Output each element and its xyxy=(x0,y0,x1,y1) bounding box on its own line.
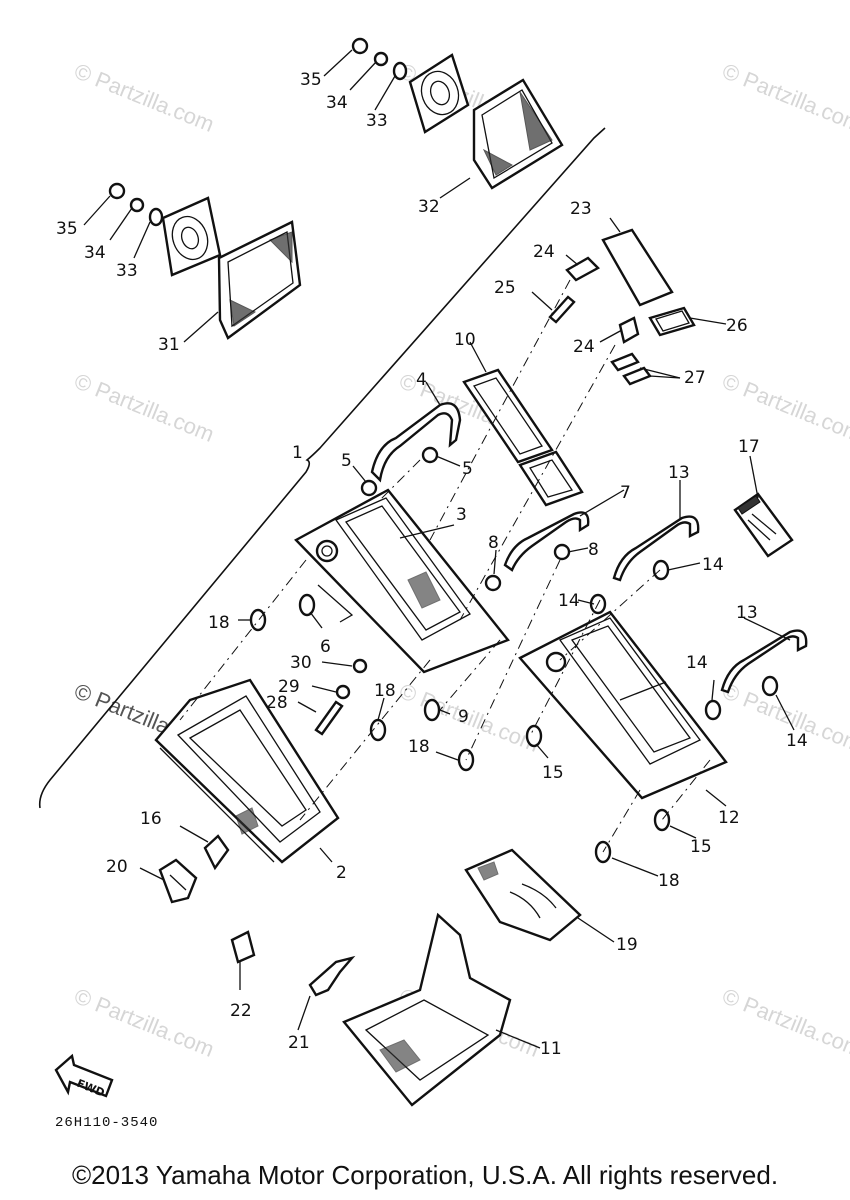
speaker-33b xyxy=(161,196,222,277)
callout-label: 8 xyxy=(588,540,599,560)
callout-label: 5 xyxy=(341,451,352,471)
handle-4 xyxy=(370,402,462,483)
assembly-bracket-line xyxy=(38,127,606,809)
callout-label: 8 xyxy=(488,533,499,553)
callout-label: 14 xyxy=(786,731,808,751)
callout-label: 7 xyxy=(620,483,631,503)
callout-label: 11 xyxy=(540,1039,562,1059)
plate-22 xyxy=(230,930,256,964)
callout-label: 18 xyxy=(208,613,230,633)
callout-label: 4 xyxy=(416,370,427,390)
callout-label: 14 xyxy=(558,591,580,611)
callout-label: 28 xyxy=(266,693,288,713)
speaker-grille-32 xyxy=(472,78,564,190)
lid-frame-10 xyxy=(462,368,584,507)
grommets-5 xyxy=(360,446,439,497)
upper-panel-3 xyxy=(294,488,510,674)
callout-label: 20 xyxy=(106,857,128,877)
callout-label: 16 xyxy=(140,809,162,829)
callout-label: 33 xyxy=(116,261,138,281)
callout-label: 34 xyxy=(84,243,106,263)
callout-label: 15 xyxy=(542,763,564,783)
hook-21 xyxy=(308,955,356,997)
callout-label: 24 xyxy=(533,242,555,262)
handle-13-upper xyxy=(612,515,700,582)
callout-label: 29 xyxy=(278,677,300,697)
callout-label: 12 xyxy=(718,808,740,828)
callout-label: 24 xyxy=(573,337,595,357)
alignment-lines xyxy=(179,279,711,853)
callout-label: 18 xyxy=(658,871,680,891)
clip-16 xyxy=(203,834,230,871)
lower-panel-12 xyxy=(518,610,728,800)
callout-label: 32 xyxy=(418,197,440,217)
callout-label: 14 xyxy=(686,653,708,673)
callout-label: 5 xyxy=(462,459,473,479)
screw-25 xyxy=(548,295,576,324)
copyright-footer: ©2013 Yamaha Motor Corporation, U.S.A. A… xyxy=(71,1160,779,1190)
callout-label: 27 xyxy=(684,368,706,388)
callout-label: 30 xyxy=(290,653,312,673)
callout-label: 35 xyxy=(300,70,322,90)
callout-label: 19 xyxy=(616,935,638,955)
callout-label: 9 xyxy=(458,707,469,727)
tray-11 xyxy=(342,912,512,1107)
callout-label: 13 xyxy=(736,603,758,623)
handle-7 xyxy=(503,511,590,572)
base-frame-2 xyxy=(154,678,340,864)
bushings xyxy=(249,559,779,864)
tag-17 xyxy=(733,492,794,558)
callout-label: 18 xyxy=(408,737,430,757)
callout-label: 6 xyxy=(320,637,331,657)
callout-label: 18 xyxy=(374,681,396,701)
handle-13-lower xyxy=(720,629,808,694)
latch-20 xyxy=(158,858,198,904)
nuts-washers-top xyxy=(108,37,408,227)
lid-23 xyxy=(601,228,674,307)
callout-label: 10 xyxy=(454,330,476,350)
assembly-label: 1 xyxy=(292,443,303,463)
speaker-33 xyxy=(408,53,470,134)
callout-label: 25 xyxy=(494,278,516,298)
callout-label: 33 xyxy=(366,111,388,131)
callout-label: 26 xyxy=(726,316,748,336)
callout-label: 35 xyxy=(56,219,78,239)
callout-label: 3 xyxy=(456,505,467,525)
speaker-grille-31 xyxy=(217,220,302,340)
callout-label: 21 xyxy=(288,1033,310,1053)
cover-19 xyxy=(464,848,582,942)
callout-label: 34 xyxy=(326,93,348,113)
callout-label: 13 xyxy=(668,463,690,483)
hinges-24 xyxy=(565,256,640,344)
leader-lines xyxy=(83,49,795,1049)
drawing-code: 26H110-3540 xyxy=(55,1115,159,1131)
callout-label: 22 xyxy=(230,1001,252,1021)
callout-label: 2 xyxy=(336,863,347,883)
forward-arrow-icon: FWD xyxy=(54,1053,114,1100)
pad-26 xyxy=(648,306,696,337)
callout-label: 17 xyxy=(738,437,760,457)
callout-label: 31 xyxy=(158,335,180,355)
callout-labels: 35 34 33 32 35 34 33 31 23 24 25 26 24 2… xyxy=(56,70,808,1059)
callout-label: 15 xyxy=(690,837,712,857)
callout-label: 14 xyxy=(702,555,724,575)
callout-label: 23 xyxy=(570,199,592,219)
